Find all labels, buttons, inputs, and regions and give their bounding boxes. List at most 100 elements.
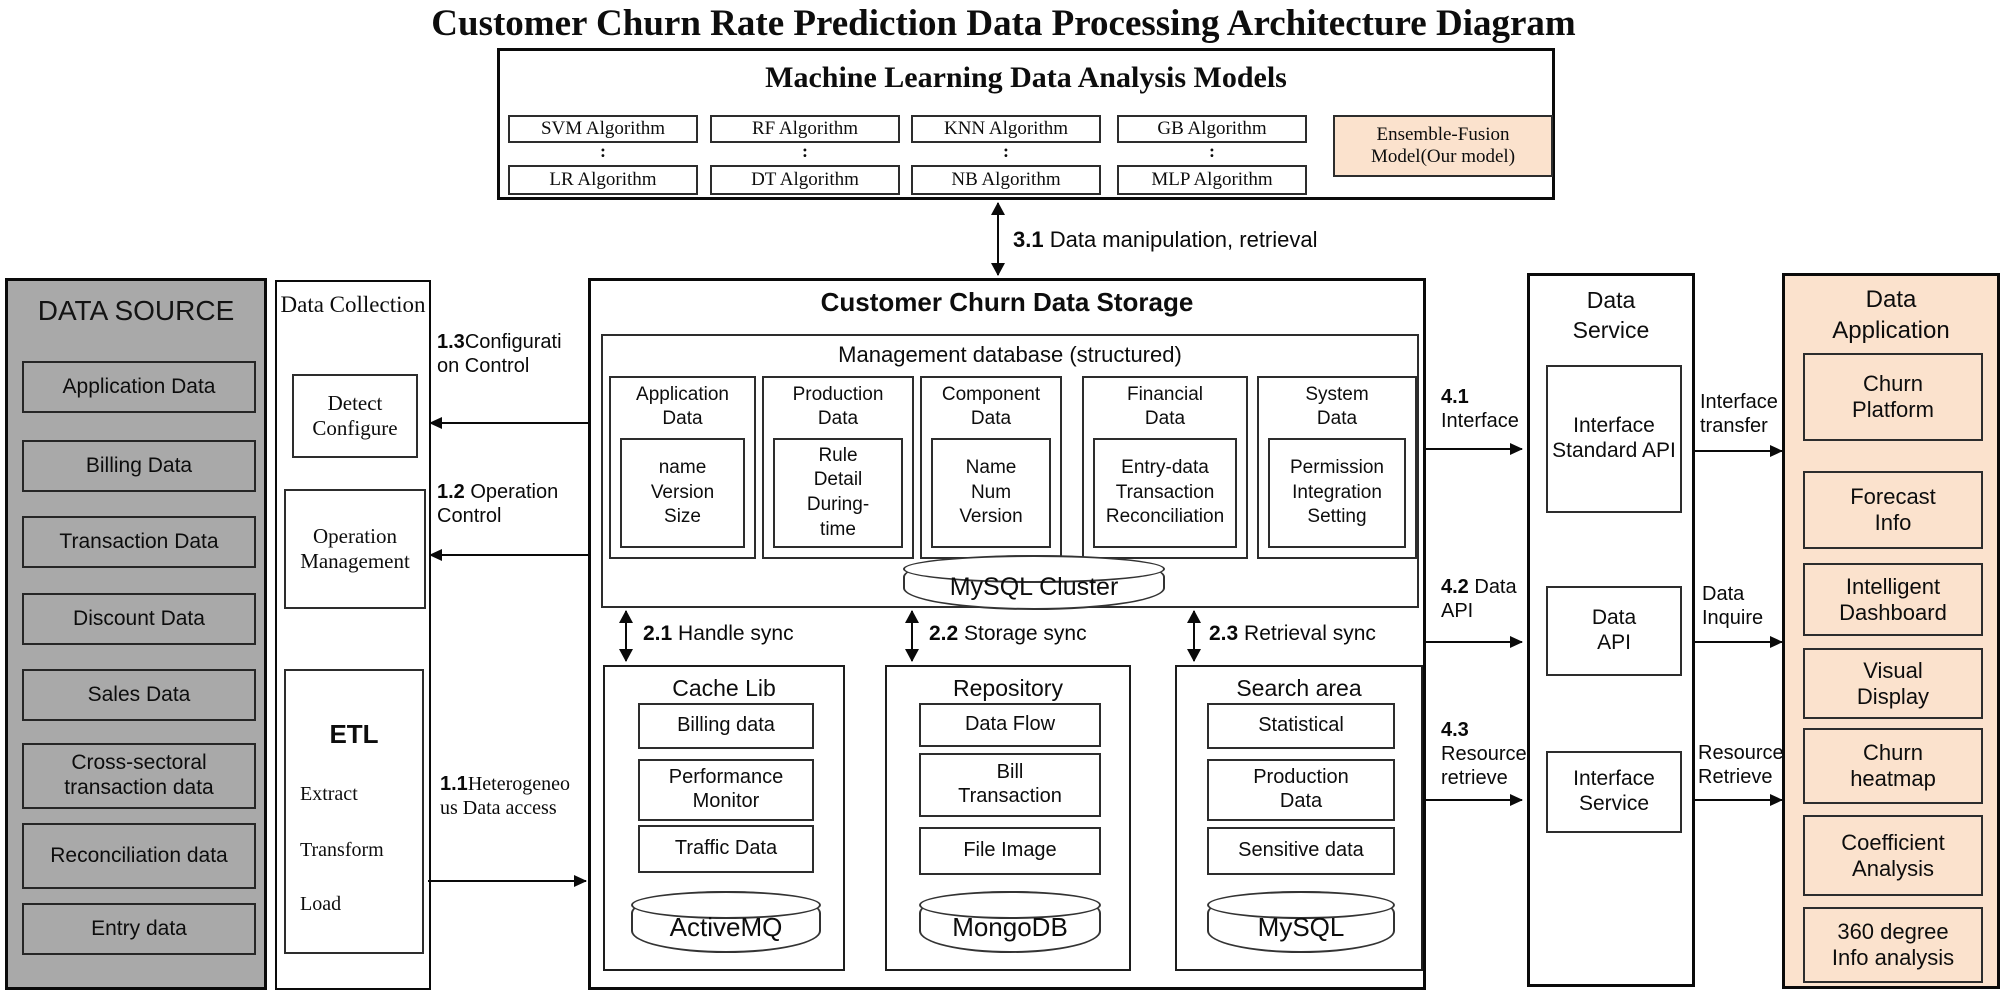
transfer-label-resource-retrieve: Resource Retrieve [1698,742,1784,788]
algorithm-box: SVM Algorithm [508,115,698,143]
flow-label-4-2: 4.2 Data API [1441,575,1525,623]
column-title: Production Data [792,384,884,429]
algorithm-box: KNN Algorithm [911,115,1101,143]
search-item: Production Data [1207,759,1395,821]
management-database-box: Management database (structured) Applica… [601,334,1419,610]
management-database-title: Management database (structured) [838,342,1182,367]
management-column-application: Application Data name Version Size [609,376,756,559]
ml-models-box: Machine Learning Data Analysis Models SV… [497,48,1555,200]
algorithm-box: MLP Algorithm [1117,165,1307,195]
flow-number: 4.3 [1441,719,1469,741]
interface-service-box: Interface Service [1546,751,1682,833]
colon-separator: : [600,141,606,161]
cache-item: Performance Monitor [638,759,814,821]
flow-number: 1.1 [440,773,468,795]
repository-title: Repository [953,675,1063,701]
flow-text: Retrieval sync [1238,622,1376,645]
etl-step: Load [300,893,342,915]
algorithm-box: DT Algorithm [710,165,900,195]
data-application-panel: Data Application Churn Platform Forecast… [1782,273,2000,989]
mongodb-database: MongoDB [919,891,1101,953]
data-source-title: DATA SOURCE [37,295,235,326]
arrow-interface [1426,443,1523,455]
flow-text: Configuration Control [437,331,562,377]
churn-data-storage-panel: Customer Churn Data Storage Management d… [588,278,1426,990]
search-area-column: Search area Statistical Production Data … [1175,665,1423,971]
database-label: MongoDB [952,911,1068,942]
cache-lib-column: Cache Lib Billing data Performance Monit… [603,665,845,971]
flow-text: Handle sync [672,622,794,645]
application-item: Coefficient Analysis [1803,815,1983,896]
column-content: Rule Detail During- time [773,438,903,548]
flow-label-1-1: 1.1Heterogeneous Data access [440,772,574,820]
column-title: Application Data [636,384,729,429]
flow-label-2-3: 2.3 Retrieval sync [1209,621,1419,646]
etl-step: Transform [300,839,384,861]
data-source-item: Entry data [22,903,256,955]
column-content: name Version Size [620,438,745,548]
flow-label-3-1: 3.1 Data manipulation, retrieval [1013,227,1443,253]
application-item: Churn heatmap [1803,728,1983,804]
transfer-label-data-inquire: Data Inquire [1702,583,1764,629]
cache-item: Billing data [638,703,814,749]
storage-title: Customer Churn Data Storage [820,287,1194,317]
cache-item: Traffic Data [638,825,814,873]
column-title: Component Data [941,384,1041,429]
database-label: MySQL Cluster [949,572,1119,601]
activemq-database: ActiveMQ [631,891,821,953]
etl-step: Extract [300,783,358,805]
flow-number: 4.1 [1441,386,1469,408]
flow-number: 2.1 [643,622,673,645]
data-source-item: Discount Data [22,593,256,645]
flow-number: 1.2 [437,481,465,503]
column-content: Entry-data Transaction Reconciliation [1093,438,1237,548]
flow-number: 2.2 [929,622,959,645]
arrow-data-manipulation [991,202,1005,276]
page-title: Customer Churn Rate Prediction Data Proc… [431,3,1576,44]
repository-column: Repository Data Flow Bill Transaction Fi… [885,665,1131,971]
arrow-data-inquire [1695,636,1783,648]
algorithm-box: GB Algorithm [1117,115,1307,143]
colon-separator: : [1003,141,1009,161]
data-collection-panel: Data Collection Detect Configure Operati… [275,280,431,990]
data-source-item: Cross-sectoral transaction data [22,743,256,809]
database-label: MySQL [1257,911,1345,942]
flow-number: 2.3 [1209,622,1239,645]
application-item: Visual Display [1803,648,1983,719]
flow-text: Heterogeneous Data access [440,773,570,819]
arrow-storage-sync [905,610,919,662]
flow-text: Storage sync [958,622,1087,645]
flow-number: 1.3 [437,331,465,353]
data-service-title: Data Service [1572,287,1650,343]
column-content: Name Num Version [931,438,1051,548]
arrow-interface-transfer [1695,445,1783,457]
mysql-cluster-database: MySQL Cluster [903,555,1165,610]
management-column-system: System Data Permission Integration Setti… [1257,376,1417,559]
algorithm-box: RF Algorithm [710,115,900,143]
application-item: 360 degree Info analysis [1803,907,1983,983]
detect-configure-box: Detect Configure [292,374,418,458]
repository-item: Bill Transaction [919,753,1101,817]
flow-label-1-3: 1.3Configuration Control [437,330,565,378]
application-item: Intelligent Dashboard [1803,563,1983,636]
flow-text: Data manipulation, retrieval [1043,227,1318,252]
arrow-data-access [428,875,587,887]
arrow-configuration-control [429,417,588,429]
data-source-panel: DATA SOURCE Application Data Billing Dat… [5,278,267,990]
search-item: Statistical [1207,703,1395,749]
management-column-production: Production Data Rule Detail During- time [762,376,914,559]
operation-management-box: Operation Management [284,489,426,609]
data-collection-title: Data Collection [280,292,426,317]
data-source-item: Transaction Data [22,516,256,568]
algorithm-box: NB Algorithm [911,165,1101,195]
flow-text: Interface [1441,410,1519,432]
arrow-data-api [1426,636,1523,648]
management-column-component: Component Data Name Num Version [920,376,1062,559]
flow-label-1-2: 1.2 Operation Control [437,480,591,528]
search-item: Sensitive data [1207,827,1395,875]
flow-label-2-2: 2.2 Storage sync [929,621,1129,646]
mysql-database: MySQL [1207,891,1395,953]
cache-lib-title: Cache Lib [672,675,776,701]
ml-models-title: Machine Learning Data Analysis Models [765,61,1287,94]
